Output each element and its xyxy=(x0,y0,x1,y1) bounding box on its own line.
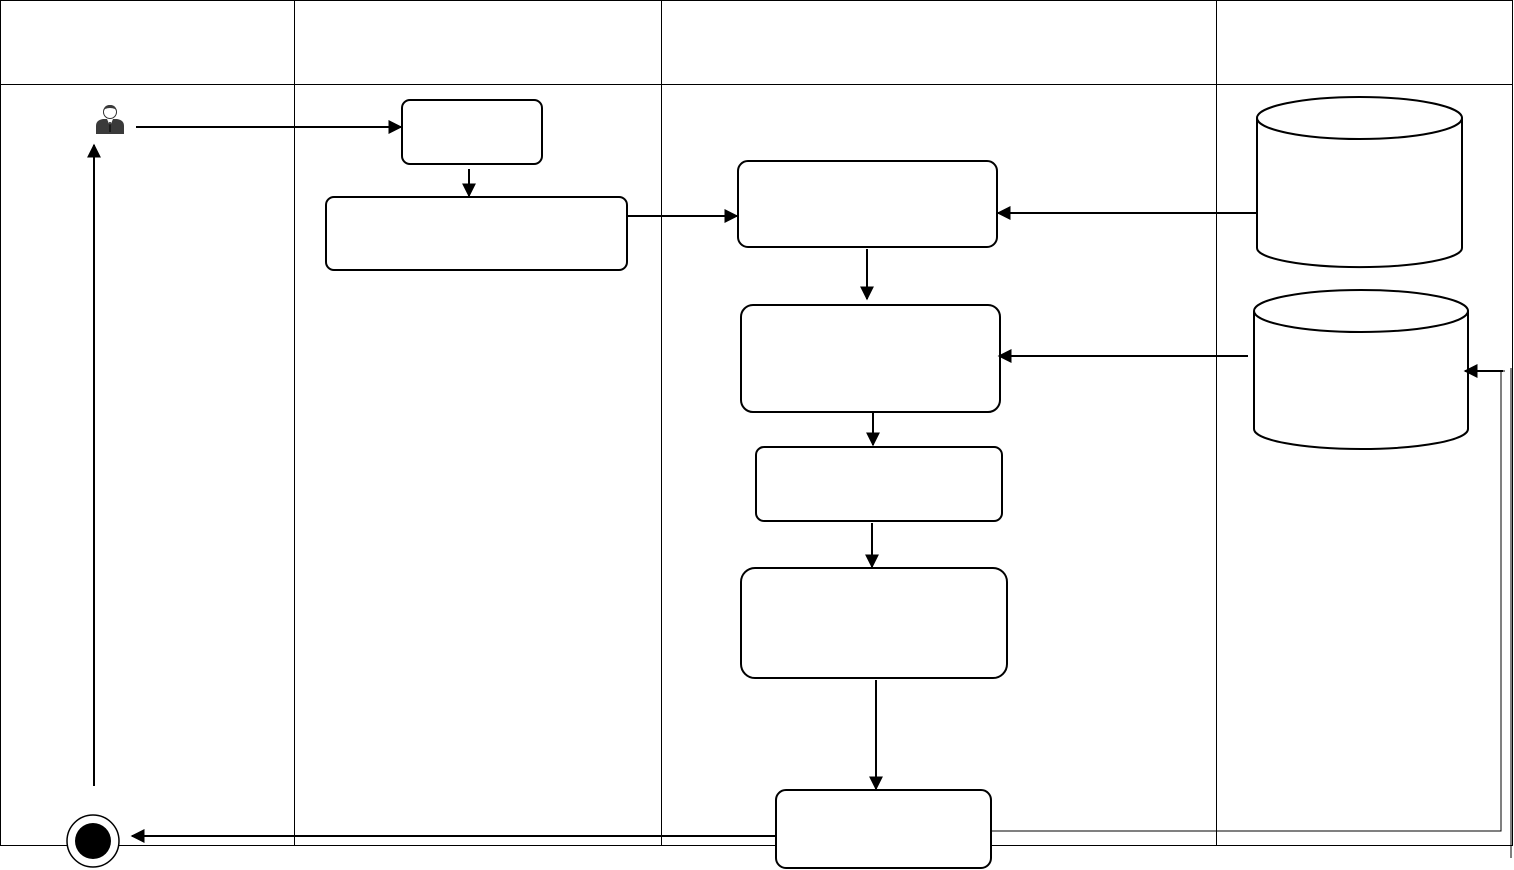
swimlane-grid xyxy=(0,0,1513,846)
activity-process-4 xyxy=(740,567,1008,679)
activity-process-5 xyxy=(775,789,992,869)
end-node-icon xyxy=(66,814,120,868)
diagram-frame xyxy=(0,0,1513,846)
activity-step-1 xyxy=(401,99,543,165)
person-icon xyxy=(96,105,124,134)
activity-step-2 xyxy=(325,196,628,271)
database-icon xyxy=(1256,96,1463,269)
activity-process-3 xyxy=(755,446,1003,522)
connectors xyxy=(87,120,1512,858)
activity-process-2 xyxy=(740,304,1001,413)
activity-process-1 xyxy=(737,160,998,248)
database-icon xyxy=(1253,289,1469,450)
